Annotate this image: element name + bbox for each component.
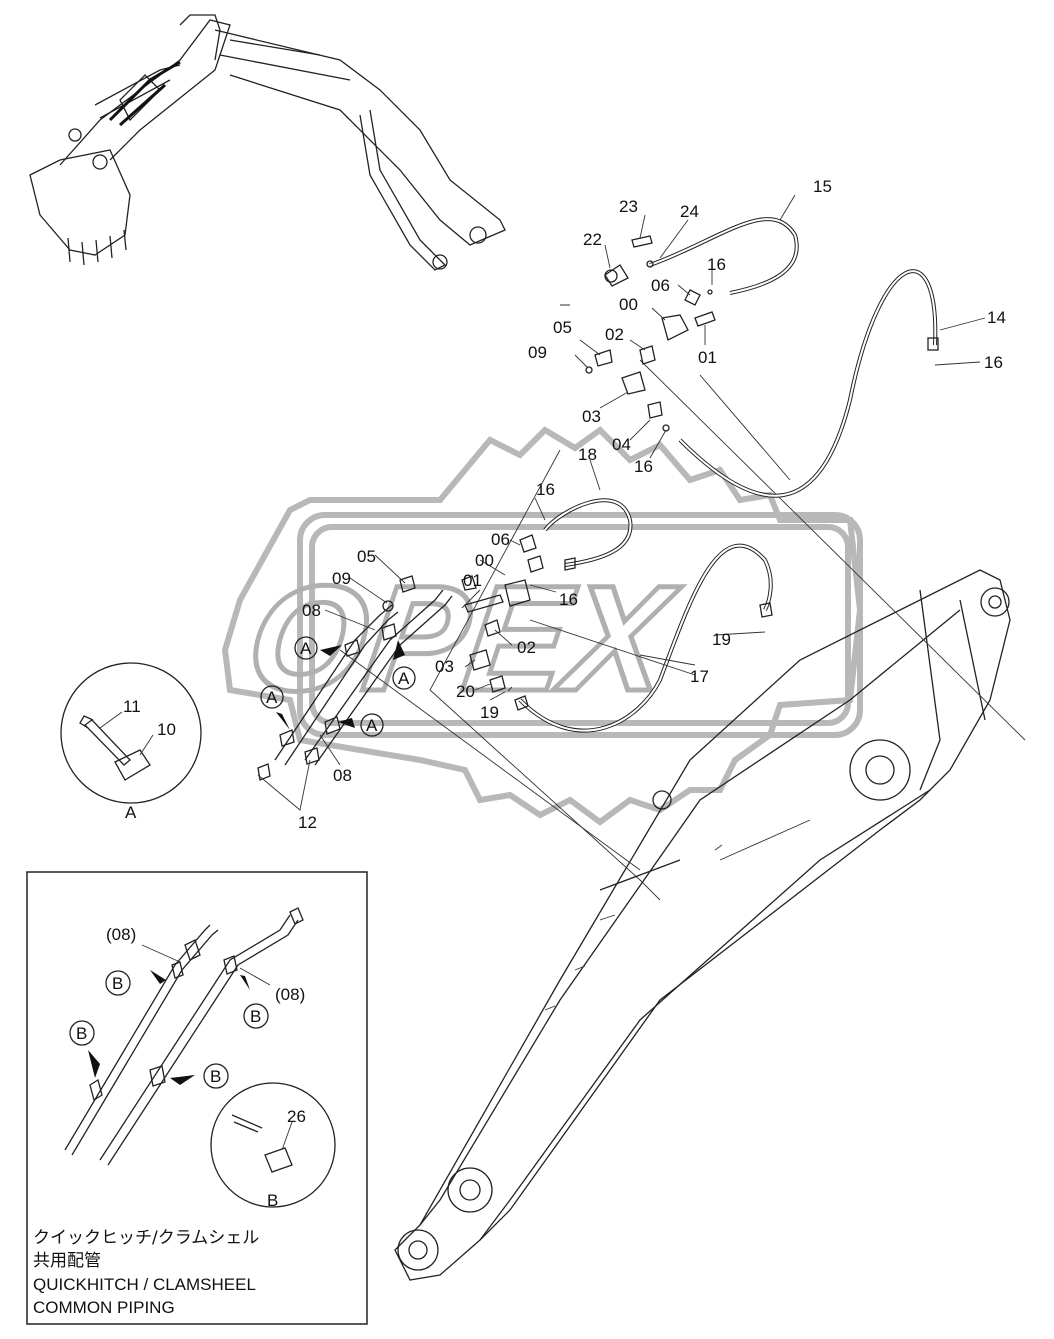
callout-08-upper: 08 (302, 601, 321, 620)
callout-17: 17 (690, 667, 709, 686)
callout-00-lower: 00 (475, 551, 494, 570)
callout-15: 15 (813, 177, 832, 196)
callout-11: 11 (123, 697, 141, 716)
callout-03-lower: 03 (435, 657, 454, 676)
boom-structure (339, 304, 1026, 1281)
callout-02-upper: 02 (605, 325, 624, 344)
lower-hose-group (257, 498, 773, 781)
callout-00-upper: 00 (619, 295, 638, 314)
detail-a-label: A (125, 803, 137, 822)
callout-18: 18 (578, 445, 597, 464)
callout-05-lower: 05 (357, 547, 376, 566)
detail-a-view: 11 10 A (60, 662, 202, 822)
detail-a-marker: A (260, 685, 284, 709)
caption-jp-line2: 共用配管 (33, 1251, 101, 1271)
svg-text:A: A (300, 639, 312, 658)
callout-20: 20 (456, 682, 475, 701)
callout-16-upper: 16 (707, 255, 726, 274)
detail-b-marker: B (203, 1063, 229, 1089)
callout-05-upper: 05 (553, 318, 572, 337)
caption-en-line2: COMMON PIPING (33, 1298, 175, 1317)
caption-jp-line1: クイックヒッチ/クラムシェル (33, 1228, 259, 1248)
callout-22: 22 (583, 230, 602, 249)
detail-a-arrows (276, 640, 405, 730)
callout-16-mid: 16 (634, 457, 653, 476)
detail-b-marker: B (69, 1020, 95, 1046)
svg-text:A: A (366, 716, 378, 735)
callout-24: 24 (680, 202, 699, 221)
callout-10: 10 (157, 720, 176, 739)
callout-16-right: 16 (984, 353, 1003, 372)
ref-08-right: (08) (275, 985, 305, 1004)
caption-en-line1: QUICKHITCH / CLAMSHEEL (33, 1275, 256, 1294)
detail-b-view: 26 B (210, 1082, 336, 1210)
callout-26: 26 (287, 1107, 306, 1126)
callout-leaders (257, 194, 986, 811)
callout-14: 14 (987, 308, 1006, 327)
callout-06-upper: 06 (651, 276, 670, 295)
detail-a-marker: A (360, 713, 384, 737)
detail-a-marker: A (392, 666, 416, 690)
svg-text:B: B (112, 974, 123, 993)
svg-text:B: B (250, 1007, 261, 1026)
ref-08-left: (08) (106, 925, 136, 944)
callout-01-upper: 01 (698, 348, 717, 367)
callout-03-upper: 03 (582, 407, 601, 426)
callout-19-right: 19 (712, 630, 731, 649)
callout-06-lower: 06 (491, 530, 510, 549)
detail-b-label: B (267, 1191, 278, 1210)
upper-hose-group (585, 217, 939, 498)
callout-19-lower: 19 (480, 703, 499, 722)
callout-12: 12 (298, 813, 317, 832)
callout-16-lower: 16 (536, 480, 555, 499)
svg-text:B: B (76, 1024, 87, 1043)
excavator-overview-illustration (29, 14, 506, 271)
callout-08-lower: 08 (333, 766, 352, 785)
detail-b-marker: B (243, 1003, 269, 1029)
callout-16-lower-right: 16 (559, 590, 578, 609)
svg-text:B: B (210, 1067, 221, 1086)
callout-02-lower: 02 (517, 638, 536, 657)
callout-09-upper: 09 (528, 343, 547, 362)
callout-23: 23 (619, 197, 638, 216)
callout-09-lower: 09 (332, 569, 351, 588)
callout-01-lower: 01 (463, 571, 482, 590)
detail-a-marker: A (294, 636, 318, 660)
svg-text:A: A (398, 669, 410, 688)
callout-04: 04 (612, 435, 631, 454)
detail-b-marker: B (105, 970, 131, 996)
quickhitch-clamshell-inset: (08) (08) B B B B 26 B クイックヒッチ/クラムシェル 共用… (26, 871, 368, 1325)
svg-text:A: A (266, 688, 278, 707)
